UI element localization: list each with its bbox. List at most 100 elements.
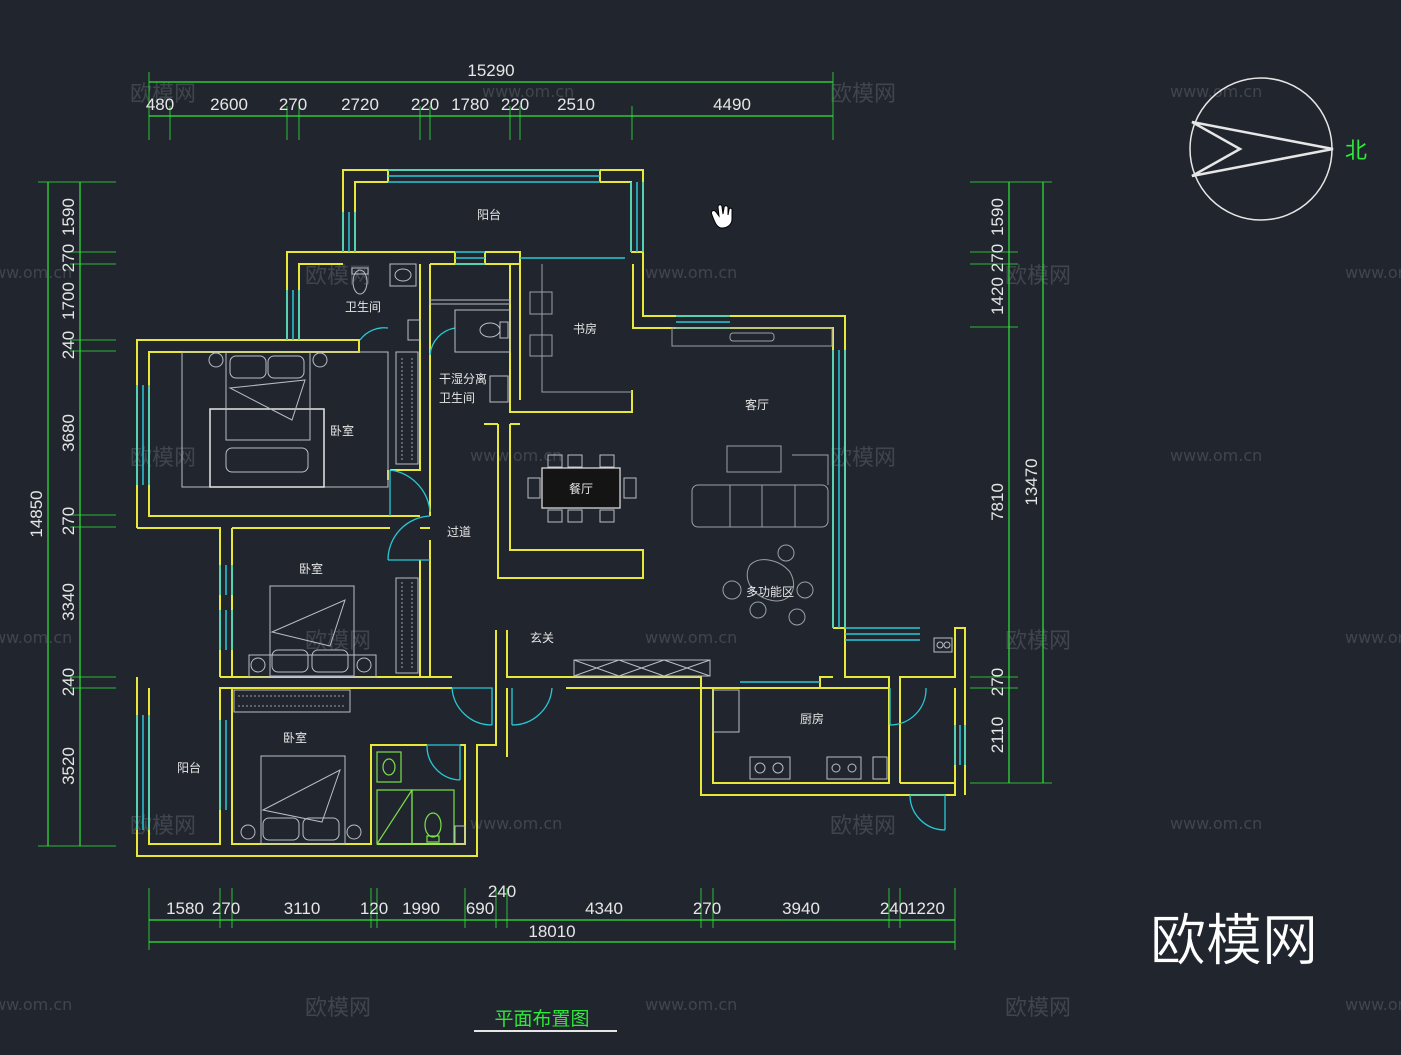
north-label: 北 <box>1345 139 1367 164</box>
label-study: 书房 <box>573 321 597 336</box>
watermark-url: www.om.cn <box>0 628 72 647</box>
watermark-url: www.om.cn <box>482 82 574 101</box>
bed-icon <box>240 755 362 845</box>
watermark-brand: 欧模网 <box>305 996 371 1021</box>
dim-bottom-total: 18010 <box>528 922 575 941</box>
dim-top-3: 2720 <box>341 95 379 114</box>
dim-left-2: 1700 <box>59 282 78 320</box>
watermark-url: www.om.cn <box>0 995 72 1014</box>
dim-left-8: 3520 <box>59 747 78 785</box>
label-balcony-bottom: 阳台 <box>177 760 201 775</box>
dim-left-3: 240 <box>59 331 78 359</box>
walls <box>136 169 966 857</box>
dim-left-total: 14850 <box>27 490 46 537</box>
dim-top-4: 220 <box>411 95 439 114</box>
dim-right-5: 2110 <box>988 717 1007 754</box>
watermark-url: www.om.cn <box>0 263 72 282</box>
bed-icon <box>248 585 377 678</box>
dim-top-2: 270 <box>279 95 307 114</box>
watermark-url: www.om.cn <box>645 263 737 282</box>
dim-top-1: 2600 <box>210 95 248 114</box>
dim-bottom-5: 690 <box>466 899 494 918</box>
watermark-brand: 欧模网 <box>1005 629 1071 654</box>
label-living: 客厅 <box>745 397 769 412</box>
label-dry-wet: 干湿分离 <box>439 371 487 386</box>
dim-bottom-1: 270 <box>212 899 240 918</box>
shoe-cabinet <box>573 659 711 677</box>
dim-top-8: 4490 <box>713 95 751 114</box>
dim-bottom-7: 4340 <box>585 899 623 918</box>
dim-left-5: 270 <box>59 507 78 535</box>
label-multi: 多功能区 <box>746 585 794 599</box>
dim-right-total: 13470 <box>1022 458 1041 505</box>
label-kitchen: 厨房 <box>800 711 824 726</box>
watermark-url: www.om.cn <box>1170 82 1262 101</box>
dim-right-3: 7810 <box>988 483 1007 521</box>
watermark-url: www.om.cn <box>645 628 737 647</box>
bottom-dimensions: 1580 270 3110 120 1990 690 240 4340 270 … <box>148 882 956 950</box>
label-entry: 玄关 <box>530 630 554 645</box>
dim-top-6: 220 <box>501 95 529 114</box>
sanitary-fixtures <box>351 263 511 845</box>
watermark-url: www.om.cn <box>1345 628 1401 647</box>
dim-left-6: 3340 <box>59 583 78 621</box>
watermark-brand: 欧模网 <box>130 82 196 107</box>
dim-right-1: 270 <box>988 244 1007 272</box>
bed-icon <box>181 351 389 488</box>
top-dimensions: 15290 480 2600 270 2720 220 1780 220 251… <box>146 61 834 140</box>
label-corridor: 过道 <box>447 525 471 539</box>
dim-right-0: 1590 <box>988 198 1007 236</box>
label-bedroom-2: 卧室 <box>299 561 323 576</box>
right-dimensions: 1590 270 1420 7810 270 2110 13470 <box>970 181 1052 784</box>
sofa-icon <box>691 454 829 528</box>
watermark-brand: 欧模网 <box>1005 264 1071 289</box>
dim-top-5: 1780 <box>451 95 489 114</box>
watermark-brand: 欧模网 <box>830 814 896 839</box>
dim-left-0: 1590 <box>59 198 78 236</box>
watermark-url: www.om.cn <box>1170 814 1262 833</box>
dim-bottom-4: 1990 <box>402 899 440 918</box>
dim-bottom-11: 1220 <box>907 899 945 918</box>
dim-bottom-10: 240 <box>880 899 908 918</box>
dim-left-7: 240 <box>59 668 78 696</box>
hand-cursor-icon <box>711 204 733 229</box>
room-labels: 阳台 卫生间 书房 干湿分离 卫生间 客厅 卧室 餐厅 过道 卧室 多功能区 玄… <box>177 207 824 775</box>
watermark-brand: 欧模网 <box>130 446 196 471</box>
dim-bottom-2: 3110 <box>284 899 321 918</box>
label-balcony-top: 阳台 <box>477 207 501 222</box>
brand-logo: 欧模网 <box>1150 909 1318 974</box>
label-bath: 卫生间 <box>345 300 381 314</box>
watermark-layer: 欧模网 www.om.cn 欧模网 www.om.cn www.om.cn 欧模… <box>0 82 1401 1021</box>
north-arrow-icon: 北 <box>1189 77 1367 221</box>
watermark-url: www.om.cn <box>1345 995 1401 1014</box>
dim-top-7: 2510 <box>557 95 595 114</box>
watermark-brand: 欧模网 <box>830 82 896 107</box>
left-dimensions: 1590 270 1700 240 3680 270 3340 240 3520… <box>27 181 116 847</box>
dim-bottom-0: 1580 <box>166 899 204 918</box>
label-bedroom-3: 卧室 <box>283 730 307 745</box>
furniture <box>181 264 953 845</box>
drawing-title: 平面布置图 <box>494 1008 589 1030</box>
dim-bottom-3: 120 <box>360 899 388 918</box>
dim-top-0: 480 <box>146 95 174 114</box>
dim-left-4: 3680 <box>59 414 78 452</box>
label-dining: 餐厅 <box>569 481 593 496</box>
label-bedroom-1: 卧室 <box>330 423 354 438</box>
dim-left-1: 270 <box>59 244 78 272</box>
watermark-brand: 欧模网 <box>830 446 896 471</box>
watermark-url: www.om.cn <box>1345 263 1401 282</box>
dim-right-2: 1420 <box>988 277 1007 315</box>
watermark-brand: 欧模网 <box>130 814 196 839</box>
dim-bottom-6: 240 <box>488 882 516 901</box>
watermark-url: www.om.cn <box>470 446 562 465</box>
watermark-brand: 欧模网 <box>1005 996 1071 1021</box>
dim-bottom-9: 3940 <box>782 899 820 918</box>
windows <box>136 169 966 830</box>
watermark-url: www.om.cn <box>1170 446 1262 465</box>
dim-bottom-8: 270 <box>693 899 721 918</box>
dim-top-total: 15290 <box>467 61 514 80</box>
doors <box>359 327 946 831</box>
watermark-url: www.om.cn <box>470 814 562 833</box>
dim-right-4: 270 <box>988 668 1007 696</box>
